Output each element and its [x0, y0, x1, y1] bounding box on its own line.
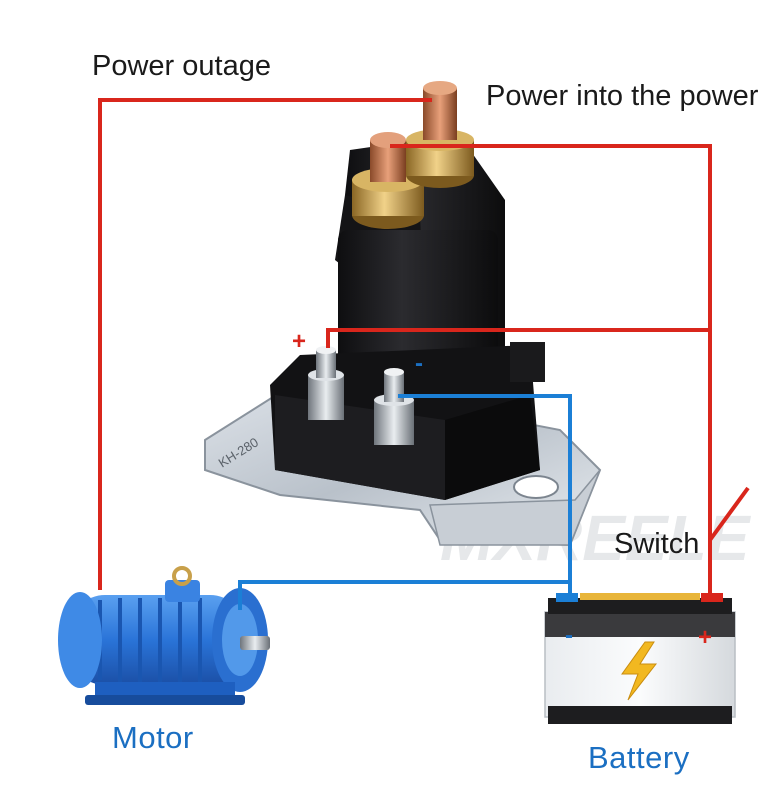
relay-terminal-input — [406, 81, 474, 188]
lightning-icon — [621, 641, 658, 701]
relay-control-terminal-positive — [308, 346, 344, 420]
relay-terminal-output — [352, 132, 424, 229]
solenoid-plus-sign: + — [292, 328, 307, 355]
label-power-outage: Power outage — [92, 50, 271, 82]
wire-power-outage — [98, 98, 432, 590]
wire-power-input — [390, 144, 712, 596]
label-motor: Motor — [112, 720, 194, 755]
label-battery: Battery — [588, 740, 690, 775]
wire-control-positive — [326, 328, 710, 348]
wire-motor-ground — [238, 580, 570, 610]
battery — [544, 593, 736, 724]
battery-plus-sign: + — [698, 624, 713, 651]
wire-control-negative — [398, 394, 572, 596]
label-power-into: Power into the power — [486, 80, 759, 112]
label-switch: Switch — [614, 528, 700, 560]
solenoid-minus-sign: - — [415, 350, 423, 377]
switch-lever — [708, 486, 750, 542]
battery-minus-sign: - — [565, 622, 573, 649]
motor — [58, 566, 270, 705]
